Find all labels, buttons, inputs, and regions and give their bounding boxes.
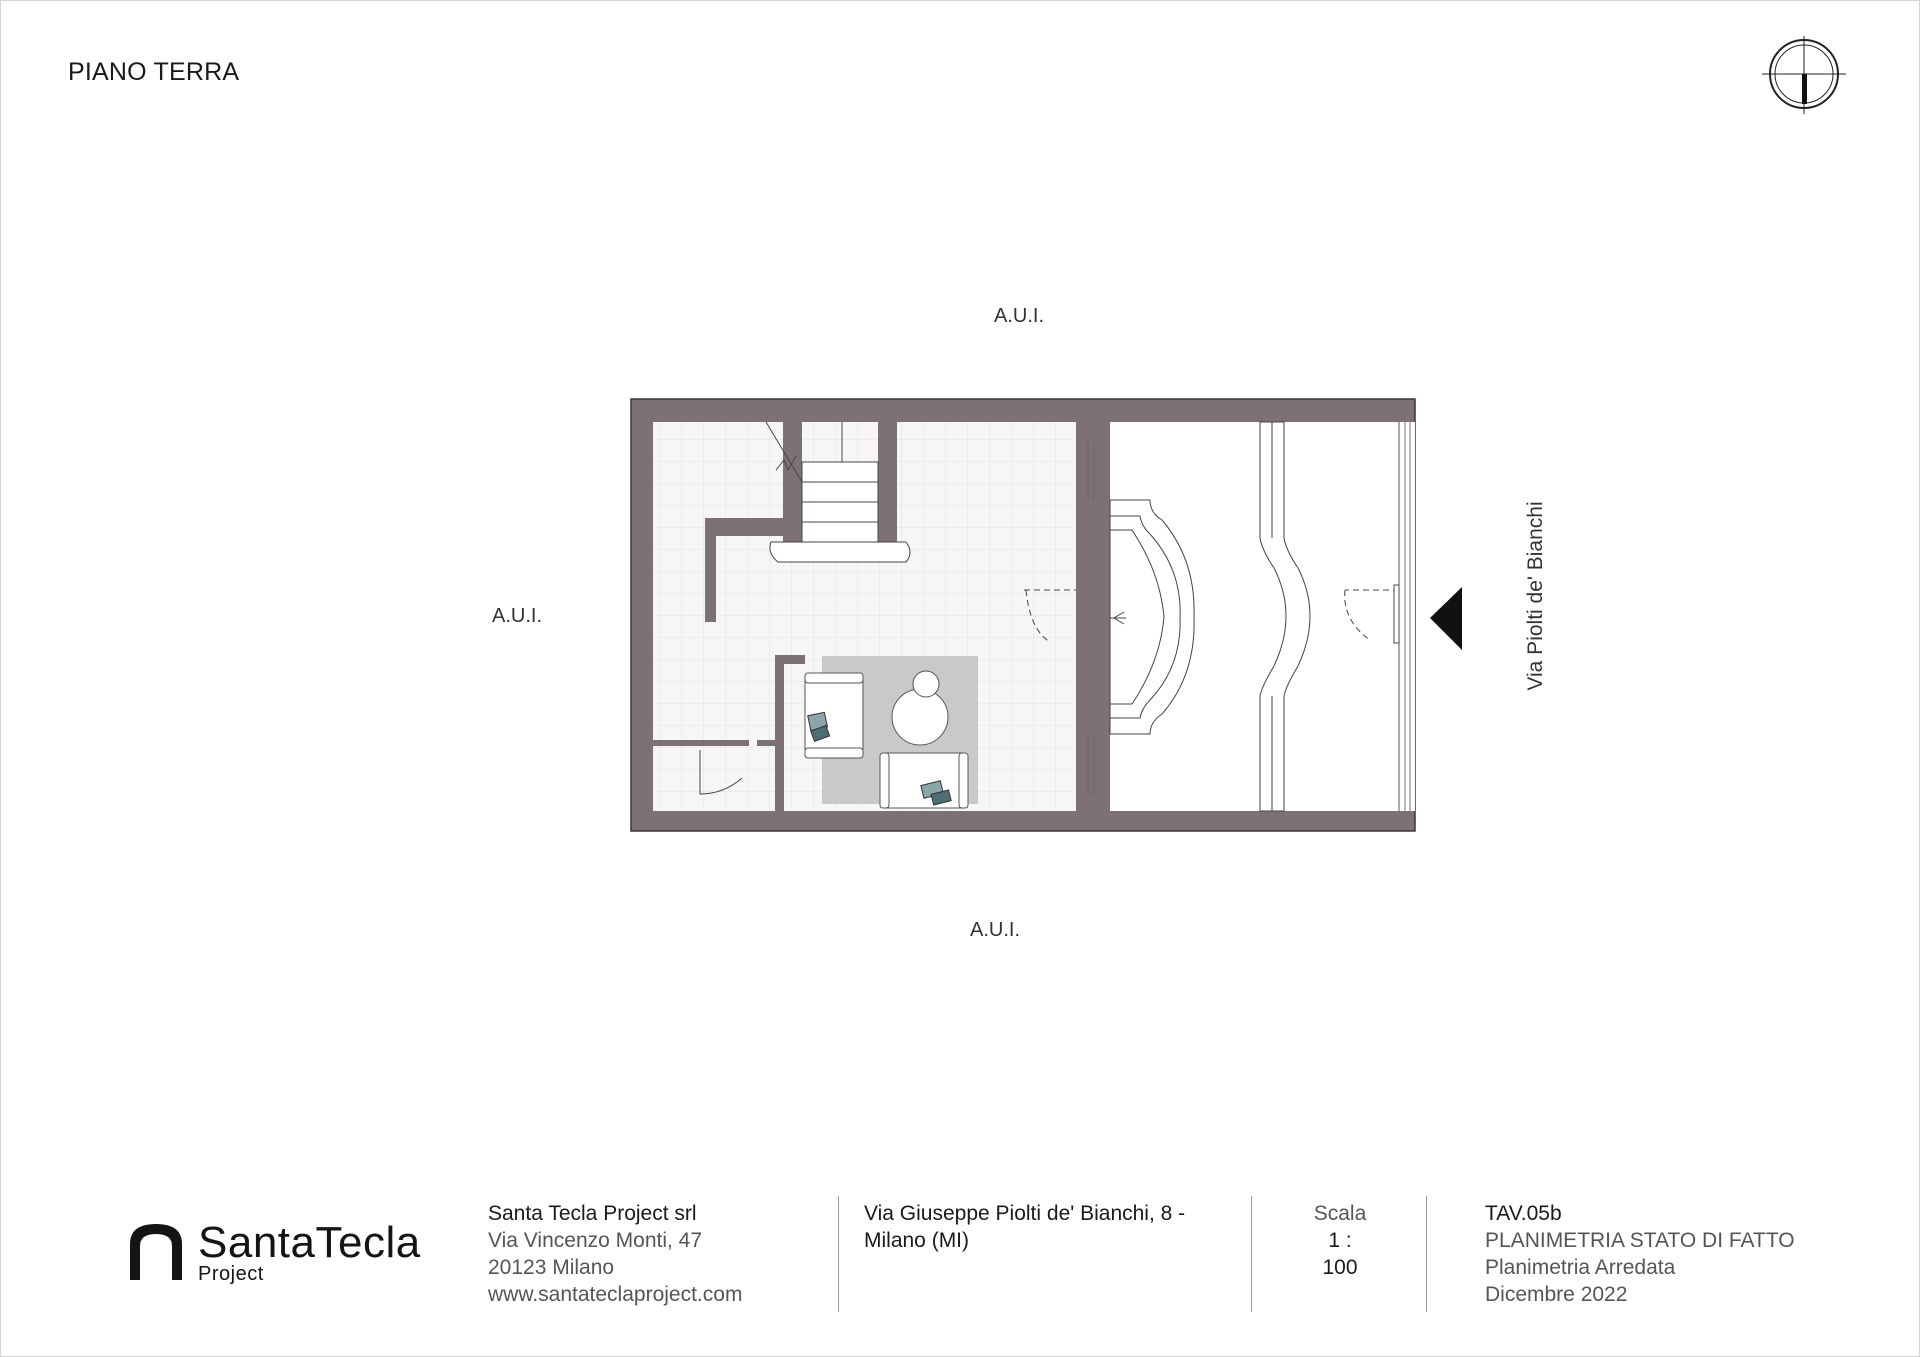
sheet-code: TAV.05b xyxy=(1485,1202,1562,1225)
scale-label: Scala xyxy=(1313,1202,1367,1225)
company-info: Santa Tecla Project srl Via Vincenzo Mon… xyxy=(488,1200,742,1308)
street-label: Via Piolti de' Bianchi xyxy=(1524,501,1547,691)
divider xyxy=(1426,1196,1427,1312)
aui-label-bottom: A.U.I. xyxy=(970,919,1021,941)
sheet-info: TAV.05b PLANIMETRIA STATO DI FATTO Plani… xyxy=(1485,1200,1795,1308)
company-name: Santa Tecla Project srl xyxy=(488,1202,697,1225)
logo-wordmark: SantaTecla xyxy=(198,1218,421,1267)
aui-label-top: A.U.I. xyxy=(994,305,1045,327)
sheet-subtitle: Planimetria Arredata xyxy=(1485,1256,1676,1279)
company-city: 20123 Milano xyxy=(488,1256,615,1279)
project-address-line2: Milano (MI) xyxy=(864,1229,970,1252)
company-website: www.santateclaproject.com xyxy=(488,1283,743,1306)
sheet-date: Dicembre 2022 xyxy=(1485,1283,1628,1306)
logo-arch-icon xyxy=(130,1224,182,1280)
project-address-line1: Via Giuseppe Piolti de' Bianchi, 8 - xyxy=(864,1202,1186,1225)
north-arrow-icon xyxy=(1762,36,1846,114)
divider xyxy=(838,1196,839,1312)
divider xyxy=(1251,1196,1252,1312)
scale-value: 1 : 100 xyxy=(1322,1229,1358,1279)
project-address: Via Giuseppe Piolti de' Bianchi, 8 - Mil… xyxy=(864,1200,1224,1254)
aui-label-left: A.U.I. xyxy=(492,605,543,627)
floor-title: PIANO TERRA xyxy=(68,58,240,86)
company-street: Via Vincenzo Monti, 47 xyxy=(488,1229,703,1252)
scale-info: Scala 1 : 100 xyxy=(1310,1200,1370,1281)
sheet-title: PLANIMETRIA STATO DI FATTO xyxy=(1485,1229,1795,1252)
logo-subtitle: Project xyxy=(198,1263,264,1285)
